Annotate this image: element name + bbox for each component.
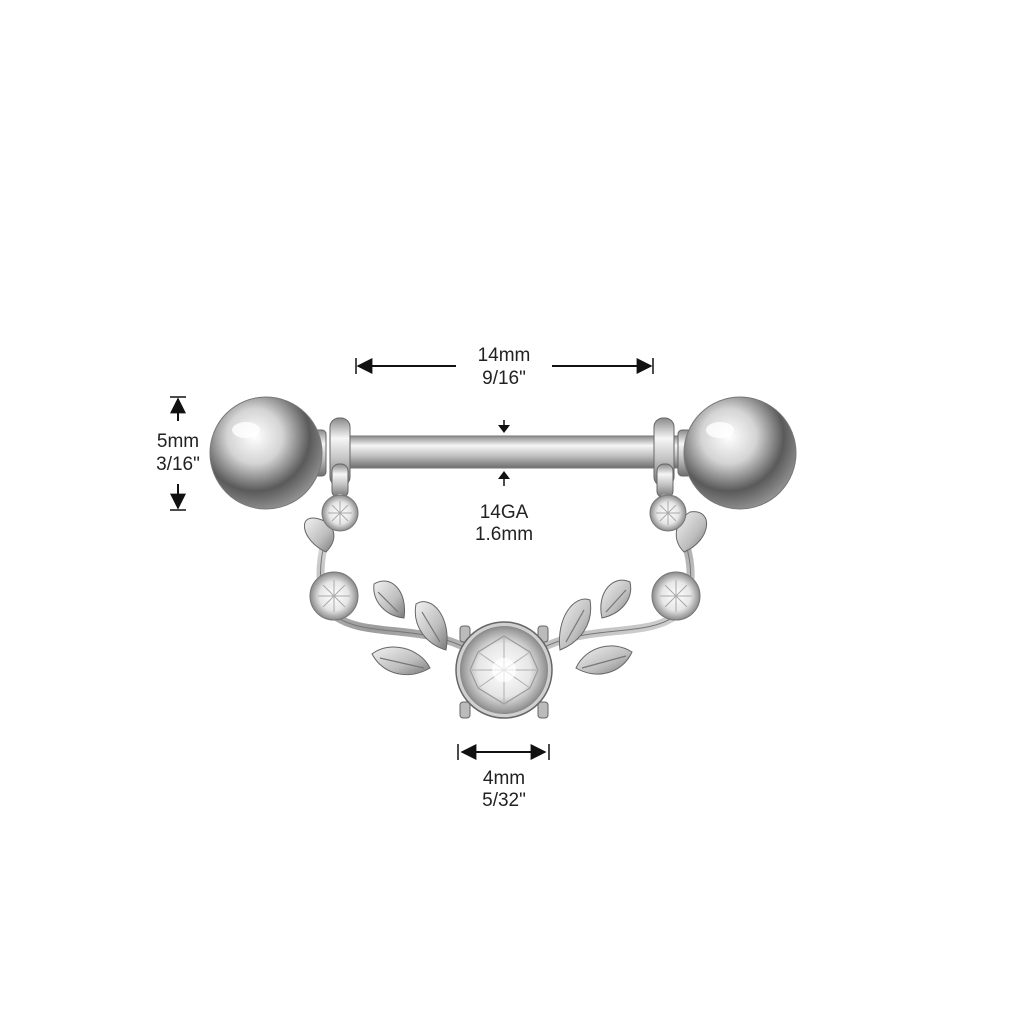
bar-length-imperial: 9/16" [482,368,526,389]
bar-length-metric: 14mm [478,345,531,366]
center-gem [455,621,553,719]
right-leaves [558,511,707,675]
left-leaves [304,517,448,676]
vine-shield [304,463,707,719]
ball-size-metric: 5mm [157,431,199,452]
small-gem-top-left [321,494,359,532]
left-ball-highlight [232,422,260,438]
left-drop-loop [331,463,349,499]
right-ball-highlight [706,422,734,438]
left-ball [209,396,323,510]
ball-size-imperial: 3/16" [156,454,200,475]
bar-length-dimension: 14mm 9/16" [355,345,654,389]
bar [329,435,695,469]
right-drop-loop [656,463,674,499]
ball-size-dimension: 5mm 3/16" [156,396,200,511]
barbell [209,396,797,510]
small-gem-top-right [649,494,687,532]
small-gem-mid-right [651,571,701,621]
gem-size-imperial: 5/32" [482,790,526,811]
gauge-metric: 1.6mm [475,524,533,545]
gem-size-dimension: 4mm 5/32" [457,744,550,811]
gauge-dimension: 14GA 1.6mm [475,420,533,545]
small-gem-mid-left [309,571,359,621]
gauge-value: 14GA [480,502,529,523]
gem-size-metric: 4mm [483,768,525,789]
right-ball [683,396,797,510]
